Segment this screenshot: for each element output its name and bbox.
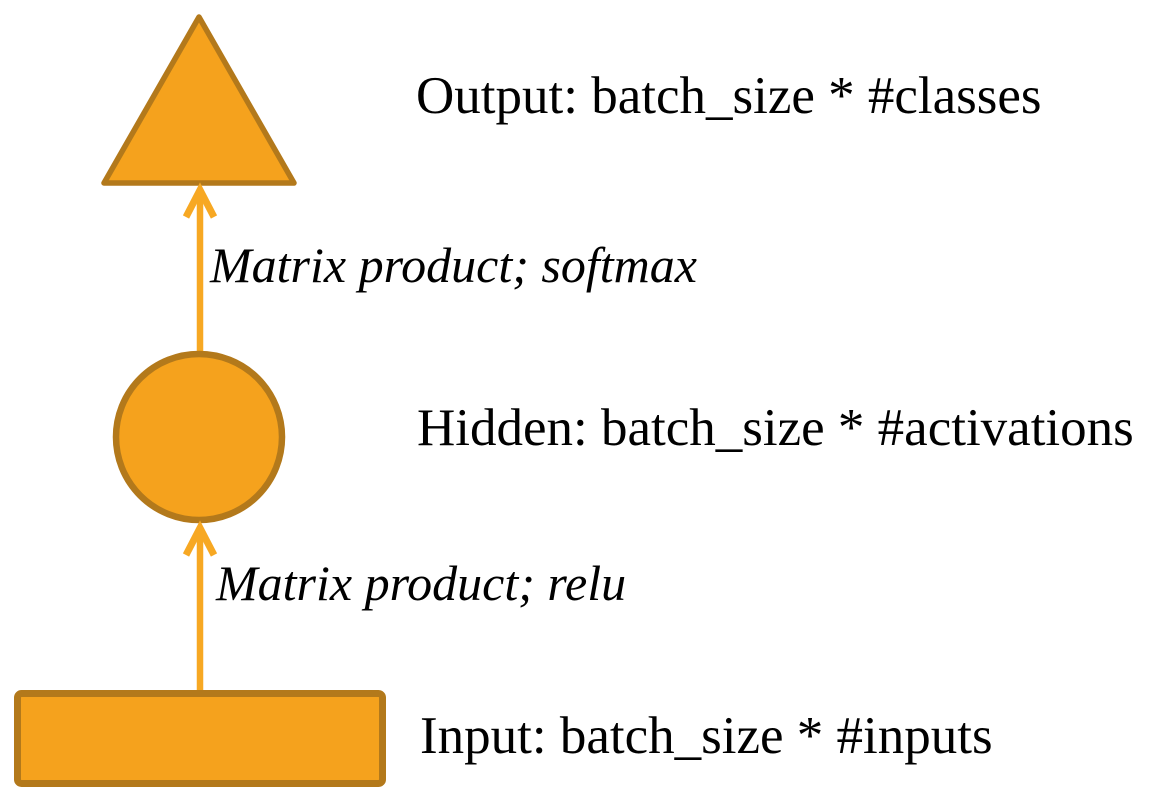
input-node-rectangle [14,690,386,787]
hidden-node-label: Hidden: batch_size * #activations [417,399,1134,457]
input-node-label: Input: batch_size * #inputs [420,707,993,765]
arrow-hidden-to-output [182,182,218,351]
output-node-triangle [101,14,297,186]
edge-label-softmax: Matrix product; softmax [210,237,697,293]
arrow-head-icon [182,182,218,219]
edge-label-relu: Matrix product; relu [216,555,627,611]
arrow-input-to-hidden [182,520,218,690]
output-node-label: Output: batch_size * #classes [416,67,1042,125]
arrow-head-icon [182,520,218,557]
hidden-node-circle [112,350,286,524]
diagram-shapes [14,14,386,787]
